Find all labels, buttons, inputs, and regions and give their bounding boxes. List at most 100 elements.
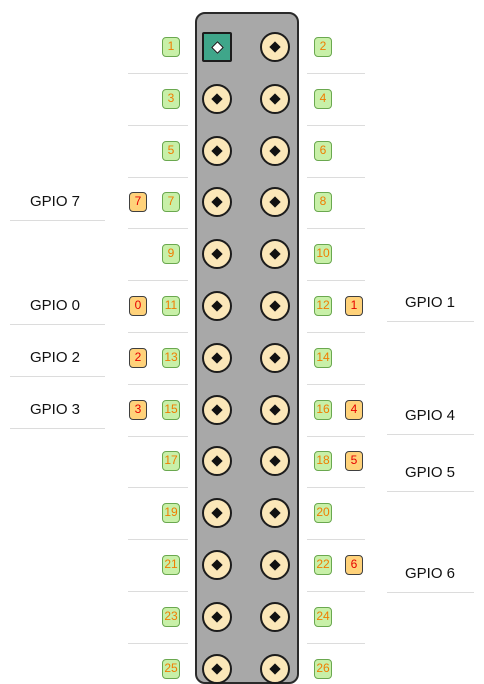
row-divider (128, 591, 188, 592)
header-pin-6 (260, 135, 290, 166)
pin-contact (211, 507, 223, 519)
pin-number-badge: 18 (314, 451, 332, 472)
gpio-number-badge: 1 (345, 296, 363, 316)
header-pin-18 (260, 446, 290, 477)
pin-contact (211, 144, 223, 157)
label-underline (387, 321, 474, 322)
row-divider (307, 280, 365, 281)
pin-contact (269, 507, 281, 519)
pin-number-badge: 12 (314, 296, 332, 316)
pin-contact (269, 455, 281, 468)
pin-contact (269, 403, 281, 416)
gpio-label: GPIO 1 (405, 294, 456, 311)
header-pin-7 (202, 187, 232, 218)
header-pin-4 (260, 83, 290, 114)
pin-contact (211, 662, 223, 675)
pin-contact (211, 611, 223, 623)
pin-contact (211, 352, 223, 364)
row-divider (128, 177, 188, 178)
pin-number-badge: 2 (314, 37, 332, 57)
row-divider (307, 228, 365, 229)
gpio-number-badge: 6 (345, 555, 363, 575)
gpio-number-badge: 7 (129, 192, 147, 213)
gpio-number-badge: 3 (129, 399, 147, 420)
row-divider (307, 332, 365, 333)
row-divider (307, 73, 365, 74)
pin-number-badge: 5 (162, 140, 180, 161)
header-pin-23 (202, 601, 232, 632)
row-divider (307, 643, 365, 644)
header-pin-20 (260, 498, 290, 529)
pin-number-badge: 26 (314, 658, 332, 679)
pin-number-badge: 4 (314, 88, 332, 109)
pin-contact (269, 559, 281, 571)
label-underline (387, 592, 474, 593)
row-divider (307, 436, 365, 437)
header-pin-14 (260, 342, 290, 373)
row-divider (128, 228, 188, 229)
row-divider (128, 384, 188, 385)
header-pin-12 (260, 291, 290, 321)
pin-number-badge: 19 (162, 503, 180, 524)
pin-number-badge: 6 (314, 140, 332, 161)
pin-number-badge: 7 (162, 192, 180, 213)
pin-contact (211, 93, 223, 105)
header-pin-26 (260, 653, 290, 684)
pin-number-badge: 25 (162, 658, 180, 679)
row-divider (128, 539, 188, 540)
pin-contact (211, 403, 223, 416)
header-pin-25 (202, 653, 232, 684)
label-underline (10, 427, 105, 429)
header-pin-19 (202, 498, 232, 529)
header-pin-17 (202, 446, 232, 477)
gpio-label: GPIO 3 (30, 400, 81, 418)
pin-contact (269, 662, 281, 675)
row-divider (307, 125, 365, 126)
header-pin-13 (202, 342, 232, 373)
label-underline (10, 375, 105, 377)
row-divider (307, 384, 365, 385)
label-underline (10, 220, 105, 222)
header-pin-15 (202, 394, 232, 425)
header-pin-2 (260, 32, 290, 62)
row-divider (128, 487, 188, 488)
pin-contact (211, 248, 223, 260)
pin-contact (269, 300, 281, 312)
pin-number-badge: 10 (314, 244, 332, 265)
pin-number-badge: 1 (162, 37, 180, 57)
row-divider (128, 643, 188, 644)
gpio-label: GPIO 6 (405, 565, 456, 582)
pin-contact (269, 196, 281, 209)
pin-contact (211, 196, 223, 209)
header-pin-16 (260, 394, 290, 425)
header-pin-22 (260, 550, 290, 580)
pin-number-badge: 17 (162, 451, 180, 472)
label-underline (387, 433, 474, 435)
row-divider (307, 177, 365, 178)
header-pin-5 (202, 135, 232, 166)
pin-number-badge: 9 (162, 244, 180, 265)
pin-number-badge: 3 (162, 88, 180, 109)
pin-contact (269, 41, 281, 53)
pin-number-badge: 8 (314, 192, 332, 213)
row-divider (307, 539, 365, 540)
pin-contact (211, 559, 223, 571)
pin-number-badge: 14 (314, 347, 332, 368)
row-divider (128, 125, 188, 126)
header-pin-21 (202, 550, 232, 580)
gpio-number-badge: 5 (345, 451, 363, 472)
gpio-number-badge: 4 (345, 399, 363, 420)
pin-number-badge: 15 (162, 399, 180, 420)
pin-number-badge: 22 (314, 555, 332, 575)
row-divider (128, 280, 188, 281)
pin-contact (269, 611, 281, 623)
header-pin-9 (202, 239, 232, 270)
gpio-number-badge: 2 (129, 347, 147, 368)
row-divider (128, 436, 188, 437)
pin-contact (269, 93, 281, 105)
header-pin-1 (202, 32, 232, 62)
pin-contact (269, 352, 281, 364)
gpio-label: GPIO 4 (405, 406, 456, 424)
row-divider (128, 332, 188, 333)
